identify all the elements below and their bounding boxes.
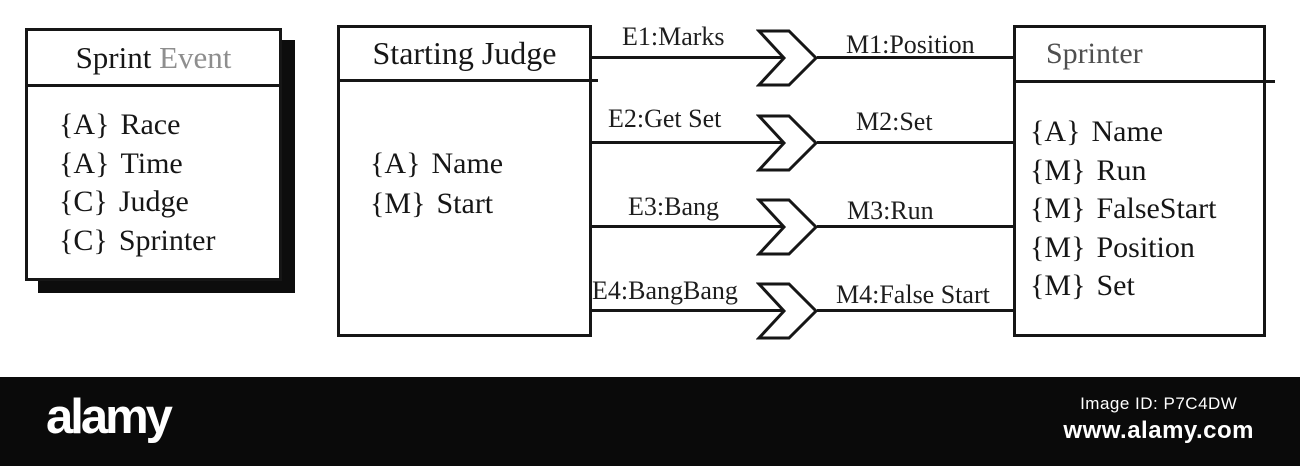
member-row: {C} Sprinter xyxy=(59,222,279,261)
member-tag: {M} xyxy=(1030,153,1086,187)
event-label: E4:BangBang xyxy=(592,276,738,305)
message-line xyxy=(817,56,1013,59)
event-chevron-icon xyxy=(756,282,819,340)
member-row: {C} Judge xyxy=(59,183,279,222)
member-tag: {A} xyxy=(370,147,421,180)
member-tag: {M} xyxy=(1030,230,1086,264)
watermark-info: Image ID: P7C4DW www.alamy.com xyxy=(1063,394,1254,445)
class-title-starting-judge: Starting Judge xyxy=(340,28,589,82)
divider-overhang xyxy=(1266,80,1275,83)
member-name: Position xyxy=(1096,230,1195,264)
class-title-primary: Sprint xyxy=(75,39,152,75)
member-tag: {M} xyxy=(370,187,426,220)
member-tag: {A} xyxy=(59,108,110,141)
message-label: M3:Run xyxy=(847,196,934,225)
member-row: {A} Name xyxy=(370,144,589,184)
class-box-starting-judge: Starting Judge {A} Name {M} Start xyxy=(337,25,592,337)
event-chevron-icon xyxy=(756,29,819,87)
class-title-sprint-event: Sprint Event xyxy=(28,31,279,87)
member-tag: {M} xyxy=(1030,269,1086,303)
member-row: {A} Race xyxy=(59,106,279,145)
alamy-logo: alamy xyxy=(46,390,173,444)
member-tag: {M} xyxy=(1030,192,1086,226)
message-label: M4:False Start xyxy=(836,280,990,309)
class-title-sprinter: Sprinter xyxy=(1016,28,1263,83)
member-tag: {C} xyxy=(59,223,108,257)
member-tag: {C} xyxy=(59,185,108,218)
member-tag: {A} xyxy=(1030,115,1081,148)
member-row: {M} Position xyxy=(1030,229,1263,268)
class-title-secondary: Event xyxy=(159,39,232,75)
member-row: {M} FalseStart xyxy=(1030,190,1263,229)
message-line xyxy=(817,141,1013,144)
event-label: E2:Get Set xyxy=(608,104,722,133)
event-label: E3:Bang xyxy=(628,192,719,221)
member-name: Name xyxy=(1091,115,1164,148)
class-members: {A} Name {M} Start xyxy=(340,82,589,224)
message-label: M1:Position xyxy=(846,30,975,59)
event-label: E1:Marks xyxy=(622,22,725,51)
event-line xyxy=(590,141,788,144)
event-line xyxy=(590,225,788,228)
member-row: {A} Name xyxy=(1030,113,1263,152)
class-box-sprinter: Sprinter {A} Name {M} Run {M} FalseStart {M… xyxy=(1013,25,1266,337)
member-name: Start xyxy=(436,187,494,220)
message-line xyxy=(817,309,1013,312)
image-id-text: Image ID: P7C4DW xyxy=(1080,394,1238,413)
member-name: Run xyxy=(1096,153,1147,187)
alamy-url-text: www.alamy.com xyxy=(1063,417,1254,444)
member-row: {M} Set xyxy=(1030,267,1263,306)
message-label: M2:Set xyxy=(856,107,933,136)
member-row: {A} Time xyxy=(59,145,279,184)
event-chevron-icon xyxy=(756,198,819,256)
member-name: Judge xyxy=(118,185,189,218)
event-line xyxy=(590,56,788,59)
class-members: {A} Name {M} Run {M} FalseStart {M} Position… xyxy=(1016,83,1263,306)
member-name: Race xyxy=(120,108,181,141)
class-members: {A} Race {A} Time {C} Judge {C} Sprinter xyxy=(28,87,279,260)
member-tag: {A} xyxy=(59,146,110,180)
watermark-bar xyxy=(0,377,1300,466)
event-line xyxy=(590,309,788,312)
member-row: {M} Start xyxy=(370,184,589,224)
member-name: Set xyxy=(1096,269,1135,303)
event-chevron-icon xyxy=(756,114,819,172)
member-row: {M} Run xyxy=(1030,152,1263,191)
class-box-sprint-event: Sprint Event {A} Race {A} Time {C} Judge {C… xyxy=(25,28,282,281)
member-name: Sprinter xyxy=(118,223,216,257)
divider-overhang xyxy=(592,79,598,82)
member-name: Name xyxy=(431,147,504,180)
message-line xyxy=(817,225,1013,228)
member-name: FalseStart xyxy=(1096,192,1217,226)
member-name: Time xyxy=(120,146,183,180)
